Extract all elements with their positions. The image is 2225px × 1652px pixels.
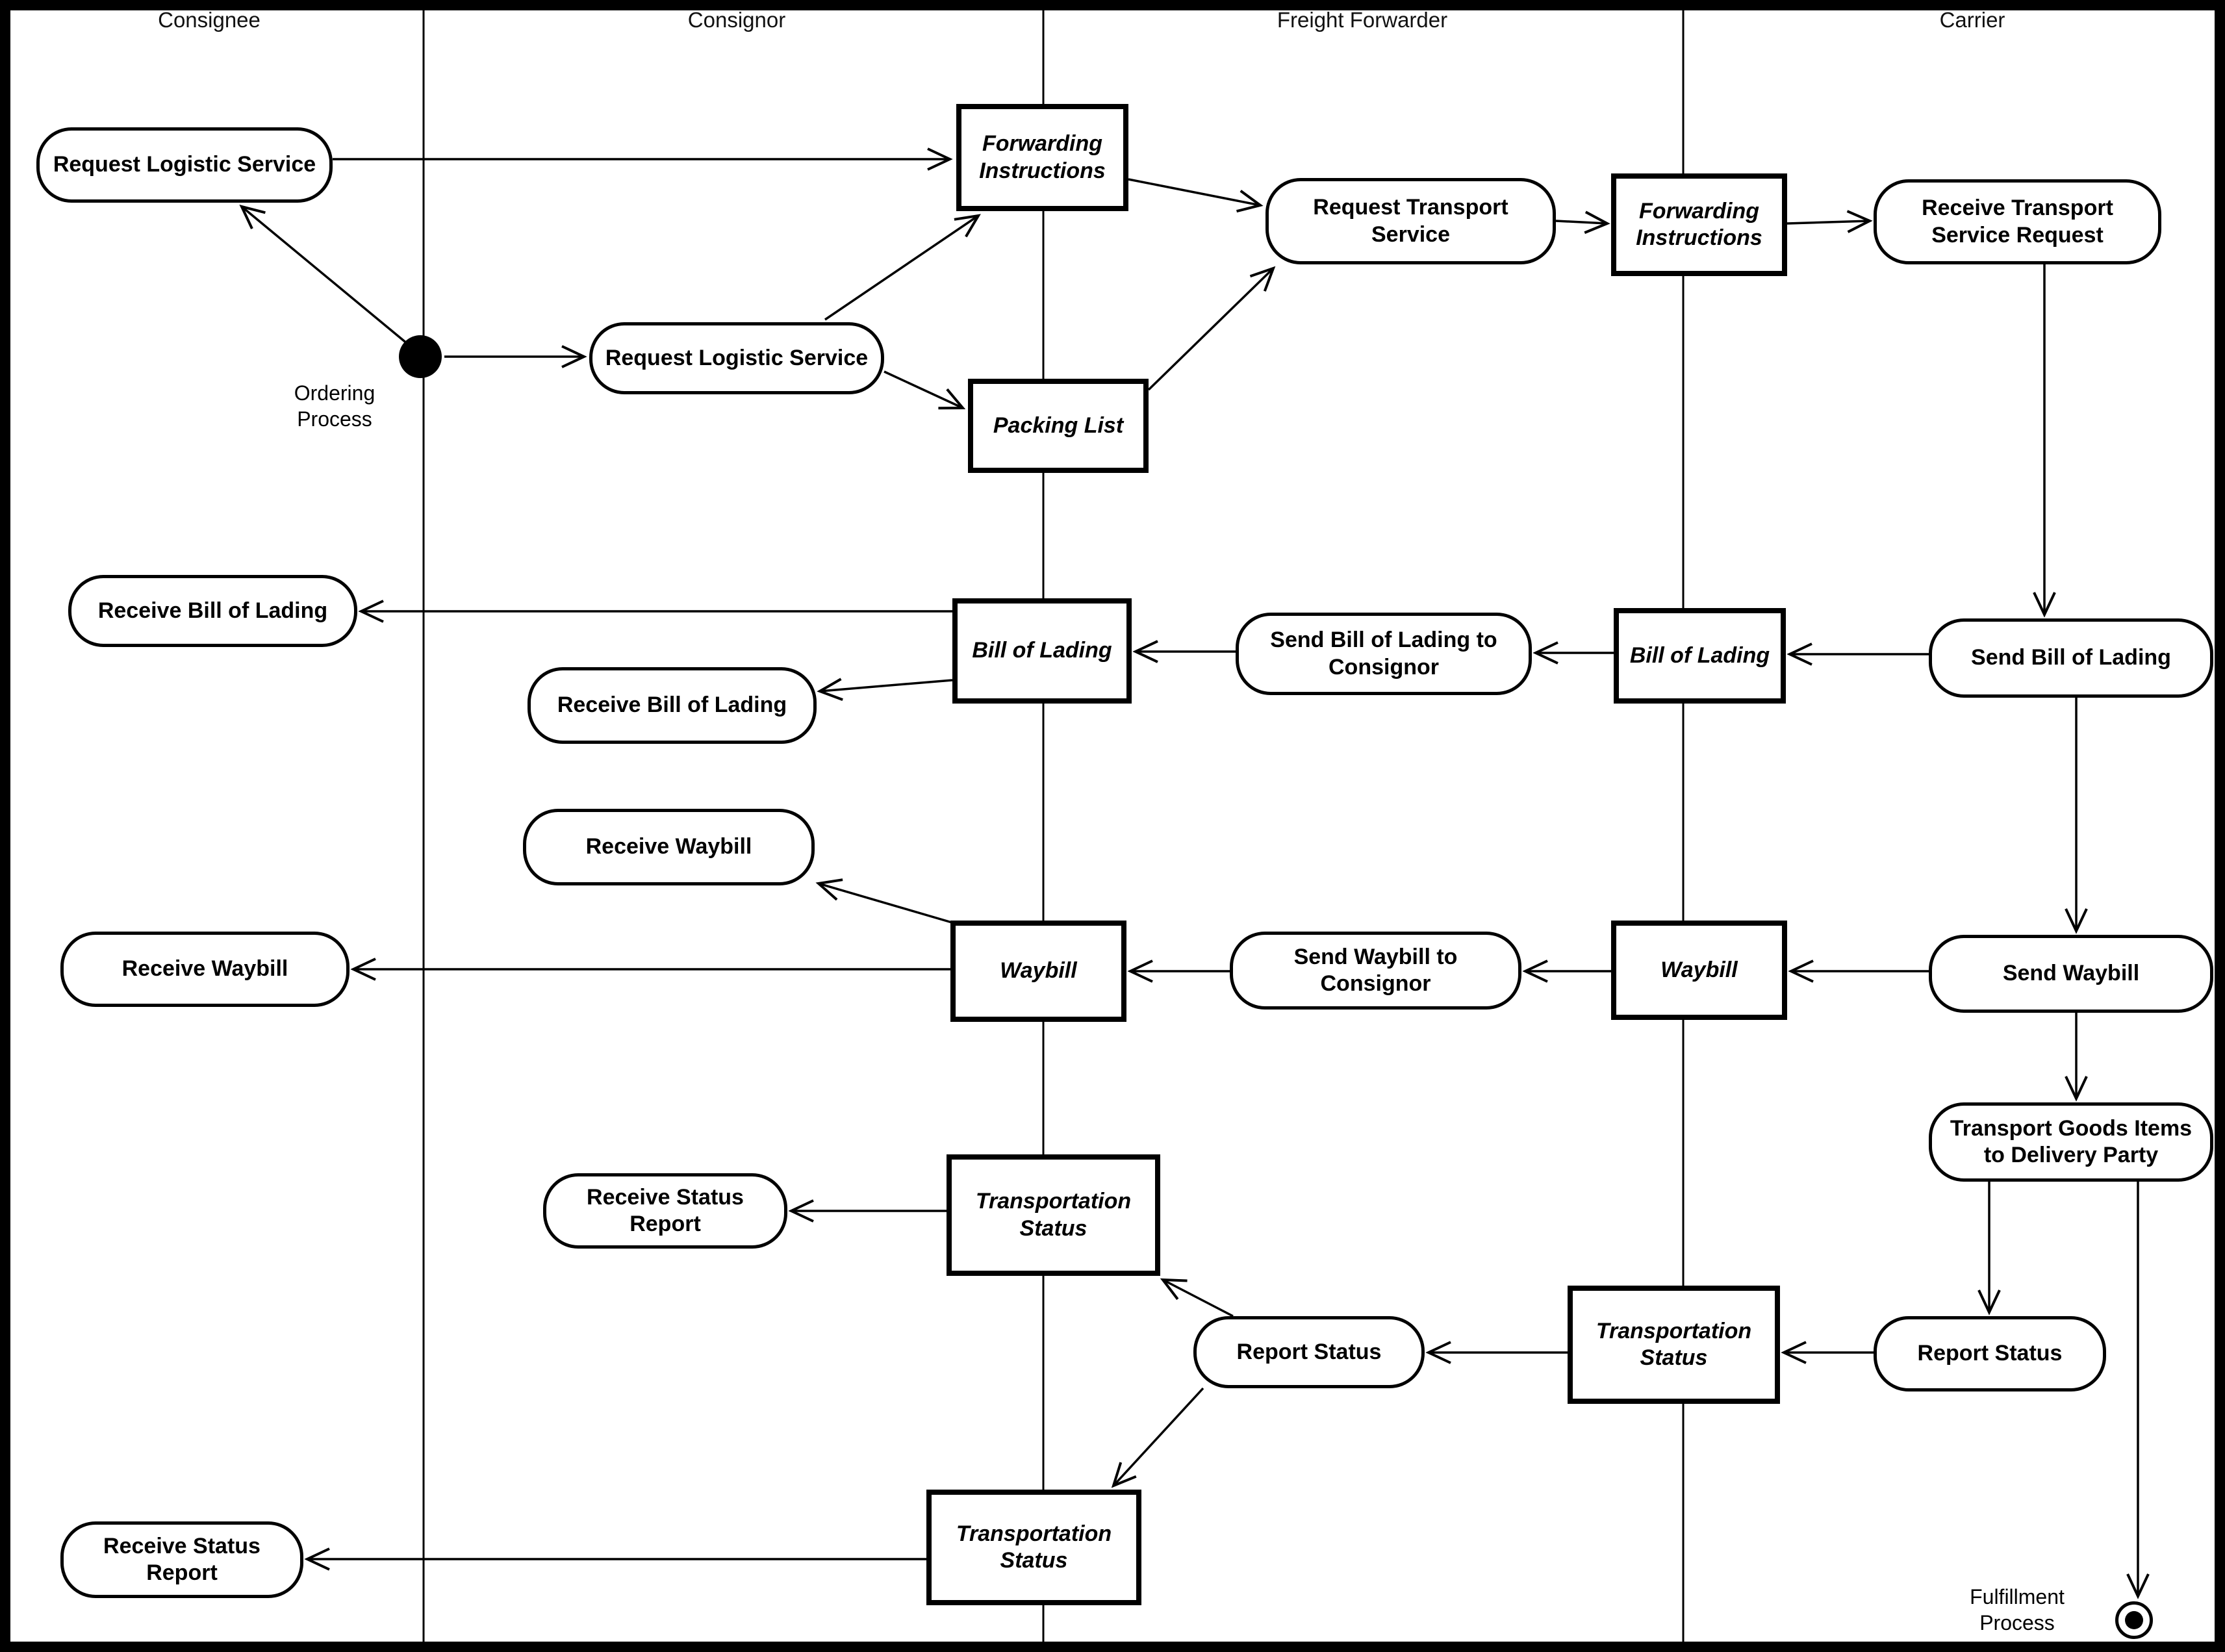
activity-consignee-request-logistic-service: Request Logistic Service: [36, 127, 333, 203]
edge-request-transport-to-forwarding-instructions-2: [1555, 210, 1610, 235]
activity-consignee-receive-bill-of-lading: Receive Bill of Lading: [68, 575, 357, 647]
edge-waybill-1-to-consignor-receive-waybill: [815, 878, 957, 925]
edge-ff-report-to-transportation-status-1: [1160, 1278, 1234, 1317]
node-label: Receive Transport Service Request: [1922, 196, 2113, 248]
object-transportation-status-2: Transportation Status: [1568, 1286, 1780, 1404]
node-label: Send Bill of Lading to Consignor: [1270, 628, 1497, 680]
final-node-label: Fulfillment Process: [1970, 1585, 2065, 1634]
node-label: Forwarding Instructions: [979, 131, 1106, 183]
object-transportation-status-1: Transportation Status: [947, 1154, 1160, 1276]
node-label: Transportation Status: [1596, 1318, 1752, 1370]
node-label: Bill of Lading: [972, 638, 1112, 663]
final-node-dot: [2125, 1611, 2143, 1629]
activity-request-transport-service: Request Transport Service: [1265, 178, 1556, 264]
activity-send-waybill-to-consignor: Send Waybill to Consignor: [1230, 932, 1521, 1010]
activity-consignor-request-logistic-service: Request Logistic Service: [589, 322, 884, 394]
edge-consignor-request-to-forwarding-instructions-1: [824, 214, 981, 321]
edge-forwarding-instructions-1-to-request-transport: [1128, 178, 1264, 213]
node-label: Waybill: [1000, 958, 1077, 984]
node-label: Request Logistic Service: [605, 345, 869, 370]
node-label: Packing List: [993, 413, 1124, 438]
node-label: Receive Bill of Lading: [557, 693, 787, 718]
activity-carrier-report-status: Report Status: [1874, 1316, 2106, 1391]
node-label: Waybill: [1660, 957, 1738, 982]
edge-consignor-request-to-packing-list: [884, 370, 966, 410]
node-label: Receive Status Report: [587, 1184, 744, 1236]
object-transportation-status-3: Transportation Status: [926, 1490, 1141, 1605]
node-label: Bill of Lading: [1629, 642, 1770, 668]
activity-receive-transport-service-request: Receive Transport Service Request: [1874, 179, 2161, 264]
edge-forwarding-instructions-2-to-receive-request: [1786, 210, 1873, 233]
initial-node-label: Ordering Process: [294, 381, 375, 431]
node-label: Transportation Status: [956, 1521, 1112, 1573]
node-label: Send Waybill: [2002, 961, 2140, 986]
lane-header-consignee: Consignee: [158, 8, 261, 32]
lane-header-freight-forwarder: Freight Forwarder: [1277, 8, 1448, 32]
activity-consignor-receive-status-report: Receive Status Report: [543, 1173, 787, 1249]
edge-ff-report-to-transportation-status-3: [1111, 1387, 1204, 1488]
object-packing-list: Packing List: [968, 379, 1149, 473]
object-forwarding-instructions-1: Forwarding Instructions: [956, 104, 1128, 211]
activity-consignor-receive-waybill: Receive Waybill: [523, 809, 815, 885]
node-label: Request Logistic Service: [53, 152, 316, 177]
node-label: Request Transport Service: [1313, 195, 1508, 247]
lane-header-consignor: Consignor: [687, 8, 786, 32]
edge-initial-to-consignee-request: [239, 205, 409, 345]
final-node: [2115, 1601, 2153, 1639]
node-label: Send Bill of Lading: [1971, 645, 2171, 670]
object-waybill-1: Waybill: [950, 921, 1126, 1022]
activity-send-bill-of-lading-to-consignor: Send Bill of Lading to Consignor: [1236, 613, 1532, 695]
activity-consignee-receive-status-report: Receive Status Report: [60, 1521, 303, 1598]
object-bill-of-lading-1: Bill of Lading: [952, 598, 1132, 704]
object-bill-of-lading-2: Bill of Lading: [1614, 608, 1786, 704]
activity-freight-forwarder-report-status: Report Status: [1193, 1316, 1425, 1388]
object-waybill-2: Waybill: [1611, 921, 1787, 1020]
activity-send-bill-of-lading: Send Bill of Lading: [1929, 618, 2213, 698]
node-label: Send Waybill to Consignor: [1293, 944, 1458, 996]
object-forwarding-instructions-2: Forwarding Instructions: [1611, 173, 1787, 276]
activity-consignee-receive-waybill: Receive Waybill: [60, 932, 350, 1007]
node-label: Report Status: [1236, 1339, 1382, 1364]
activity-transport-goods-items: Transport Goods Items to Delivery Party: [1929, 1102, 2213, 1182]
node-label: Receive Bill of Lading: [97, 598, 328, 623]
edge-packing-list-to-request-transport: [1147, 266, 1276, 391]
node-label: Receive Waybill: [121, 956, 288, 982]
node-label: Transportation Status: [975, 1189, 1132, 1241]
node-label: Forwarding Instructions: [1636, 198, 1762, 250]
node-label: Transport Goods Items to Delivery Party: [1950, 1115, 2193, 1167]
activity-consignor-receive-bill-of-lading: Receive Bill of Lading: [528, 667, 817, 744]
edge-bill-of-lading-1-to-consignor-receive-bol: [817, 678, 953, 701]
node-label: Receive Status Report: [103, 1533, 261, 1585]
initial-node: [399, 335, 442, 378]
lane-header-carrier: Carrier: [1939, 8, 2005, 32]
node-label: Receive Waybill: [585, 834, 752, 859]
activity-send-waybill: Send Waybill: [1929, 935, 2213, 1013]
node-label: Report Status: [1917, 1341, 2063, 1366]
